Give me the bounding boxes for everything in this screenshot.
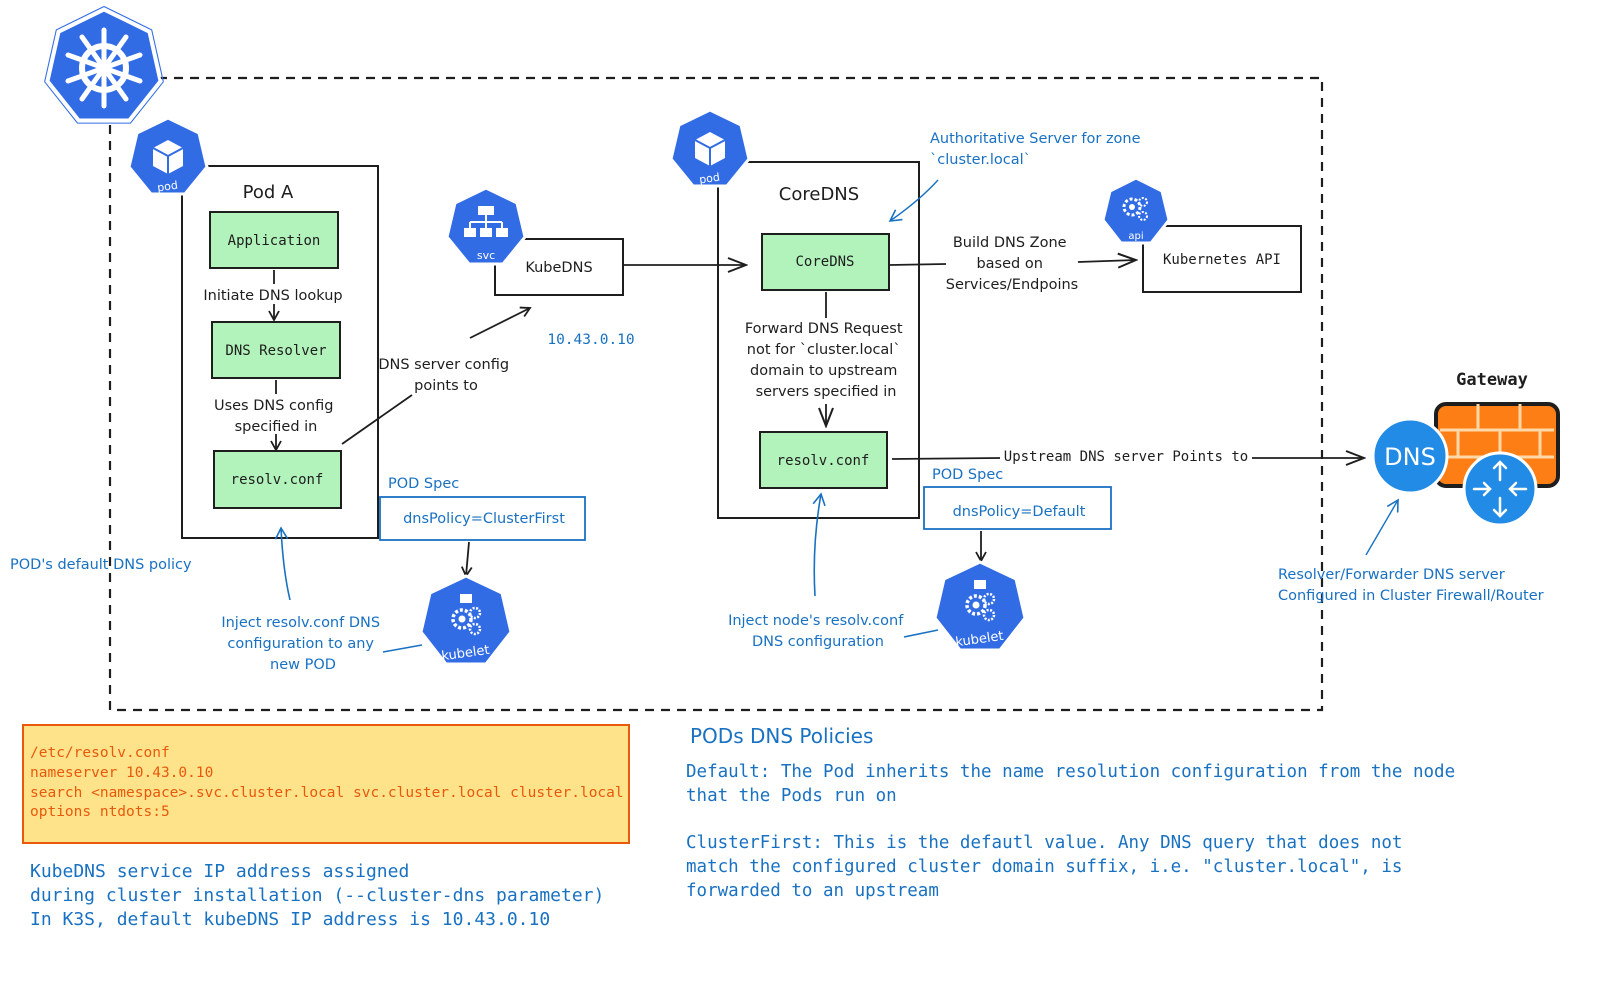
kubernetes-api-label: Kubernetes API: [1163, 252, 1281, 268]
kubedns-note-line: In K3S, default kubeDNS IP address is 10…: [30, 909, 551, 930]
arrow-resolv-to-kubedns-head: [469, 306, 532, 339]
pod-icon: pod: [127, 116, 209, 196]
kubedns-note-line: KubeDNS service IP address assigned: [30, 861, 410, 882]
resolver-pointer: [1365, 498, 1399, 556]
pod-spec-a-title: POD Spec: [388, 476, 459, 492]
kubelet-badge: kubelet: [441, 643, 491, 665]
service-badge: svc: [477, 249, 495, 262]
resolv-conf-file: /etc/resolv.conf nameserver 10.43.0.10 sea…: [22, 724, 630, 844]
router-icon: [1462, 451, 1538, 527]
resolv-line: options ntdots:5: [30, 804, 170, 821]
dns-server-config-label: DNS server config points to: [378, 357, 513, 394]
application-label: Application: [228, 233, 321, 249]
gateway-title: Gateway: [1456, 370, 1528, 390]
coredns-pod-title: CoreDNS: [779, 184, 859, 205]
resolv-conf-pod-box: [213, 450, 342, 509]
coredns-pod-container: [717, 161, 920, 519]
api-badge: api: [1128, 231, 1143, 242]
dns-server-icon: DNS: [1371, 417, 1449, 495]
resolv-line: nameserver 10.43.0.10: [30, 764, 214, 781]
pod-a-title: Pod A: [243, 182, 294, 203]
kubedns-label: KubeDNS: [525, 260, 592, 276]
inject-node-resolv-label: Inject node's resolv.conf DNS configurat…: [728, 613, 908, 650]
coredns-box: [761, 233, 890, 291]
authoritative-pointer: [888, 179, 939, 222]
kubedns-note: KubeDNS service IP address assigned durin…: [30, 860, 604, 932]
policy-line: ClusterFirst: This is the defautl value.…: [686, 833, 1403, 853]
coredns-pod-badge: pod: [698, 171, 720, 187]
uses-dns-config: Uses DNS config specified in: [214, 398, 338, 435]
kubelet-icon: kubelet: [419, 574, 513, 666]
inject-resolv-label: Inject resolv.conf DNS configuration to …: [221, 615, 384, 673]
pods-default-policy-label: POD's default DNS policy: [10, 557, 192, 573]
kubelet-badge: kubelet: [955, 629, 1005, 651]
coredns-box-label: CoreDNS: [795, 254, 854, 270]
policy-line: Default: The Pod inherits the name resol…: [686, 762, 1456, 782]
application-box: [209, 211, 339, 269]
dns-label: DNS: [1384, 443, 1436, 471]
kubernetes-logo-icon: [44, 5, 164, 124]
resolv-line: /etc/resolv.conf: [30, 745, 170, 761]
inject-pointer-a: [382, 644, 423, 653]
kubedns-box: [494, 238, 624, 296]
dns-resolver-label: DNS Resolver: [225, 343, 326, 359]
resolv-conf-coredns-box: [759, 431, 888, 489]
arrow-upstream-a: [891, 457, 1001, 460]
pod-a-badge: pod: [156, 179, 178, 195]
authoritative-note: Authoritative Server for zone `cluster.l…: [930, 131, 1145, 168]
arrow-spec-a-to-kubelet: [460, 541, 473, 578]
service-icon: svc: [445, 186, 527, 266]
arrow-coredns-to-api-a: [889, 263, 947, 266]
api-icon: api: [1101, 176, 1171, 245]
kubernetes-api-box: [1142, 225, 1302, 293]
policy-clusterfirst-text: ClusterFirst: This is the defautl value.…: [686, 831, 1402, 903]
cluster-boundary: [108, 76, 1324, 712]
policy-default-text: Default: The Pod inherits the name resol…: [686, 760, 1455, 808]
resolver-note: Resolver/Forwarder DNS server Configured…: [1278, 567, 1544, 604]
inject-pointer-a-arrow: [274, 526, 291, 601]
inject-pointer-b-arrow: [812, 492, 826, 597]
policies-title: PODs DNS Policies: [690, 724, 874, 748]
resolv-conf-pod-label: resolv.conf: [231, 472, 324, 488]
initiate-dns-lookup: Initiate DNS lookup: [203, 288, 342, 304]
inject-pointer-b: [903, 629, 939, 638]
pod-spec-b-title: POD Spec: [932, 467, 1003, 483]
pod-spec-a-box: [379, 496, 586, 541]
kubedns-note-line: during cluster installation (--cluster-d…: [30, 885, 605, 906]
coredns-pod-icon: pod: [669, 108, 751, 188]
kubedns-ip: 10.43.0.10: [547, 332, 634, 348]
dns-resolver-box: [211, 321, 341, 379]
pod-spec-a-value: dnsPolicy=ClusterFirst: [403, 511, 565, 527]
kubelet-icon: kubelet: [933, 560, 1027, 652]
arrow-resolv-to-kubedns: [341, 394, 413, 445]
build-dns-zone-label: Build DNS Zone based on Services/Endpoin…: [946, 235, 1078, 293]
arrow-coredns-to-api-b: [1077, 260, 1136, 262]
pod-spec-b-value: dnsPolicy=Default: [953, 504, 1086, 520]
forward-dns-label: Forward DNS Request not for `cluster.loc…: [745, 321, 907, 400]
policy-line: forwarded to an upstream: [686, 881, 939, 901]
policy-line: that the Pods run on: [686, 786, 897, 806]
resolv-line: search <namespace>.svc.cluster.local svc…: [30, 784, 624, 801]
upstream-dns-label: Upstream DNS server Points to: [1004, 449, 1248, 465]
pod-spec-b-box: [923, 486, 1112, 530]
policy-line: match the configured cluster domain suff…: [686, 857, 1403, 877]
resolv-conf-coredns-label: resolv.conf: [777, 453, 870, 469]
